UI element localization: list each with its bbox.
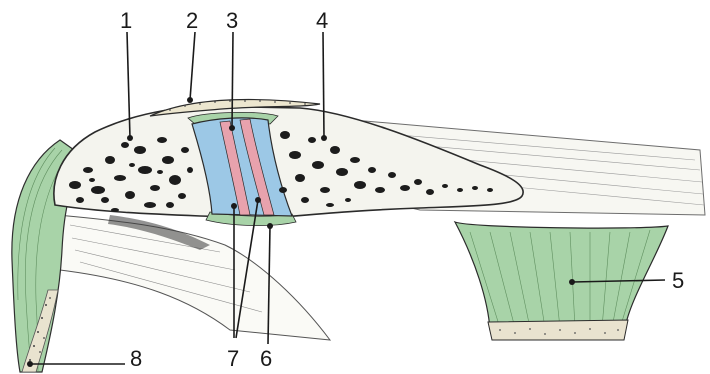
label-6: 6 bbox=[260, 346, 272, 371]
lower-membrane bbox=[58, 215, 330, 340]
label-5: 5 bbox=[672, 268, 684, 293]
right-ligament-dotted-end bbox=[488, 320, 628, 340]
leader-1-dot bbox=[127, 135, 133, 141]
leader-4 bbox=[323, 32, 324, 138]
leader-4-dot bbox=[321, 135, 327, 141]
leader-2-dot bbox=[187, 97, 193, 103]
label-2: 2 bbox=[186, 8, 198, 33]
leader-6-dot bbox=[267, 223, 273, 229]
label-7: 7 bbox=[227, 346, 239, 371]
leader-3 bbox=[232, 32, 233, 128]
leader-7b-dot bbox=[255, 197, 261, 203]
bone-body bbox=[54, 106, 523, 218]
label-3: 3 bbox=[226, 8, 238, 33]
leader-7a-dot bbox=[231, 203, 237, 209]
label-4: 4 bbox=[316, 8, 328, 33]
label-8: 8 bbox=[130, 346, 142, 371]
leader-2 bbox=[190, 32, 195, 100]
label-1: 1 bbox=[120, 8, 132, 33]
leader-8-dot bbox=[27, 361, 33, 367]
leader-3-dot bbox=[229, 125, 235, 131]
leader-5-dot bbox=[569, 279, 575, 285]
